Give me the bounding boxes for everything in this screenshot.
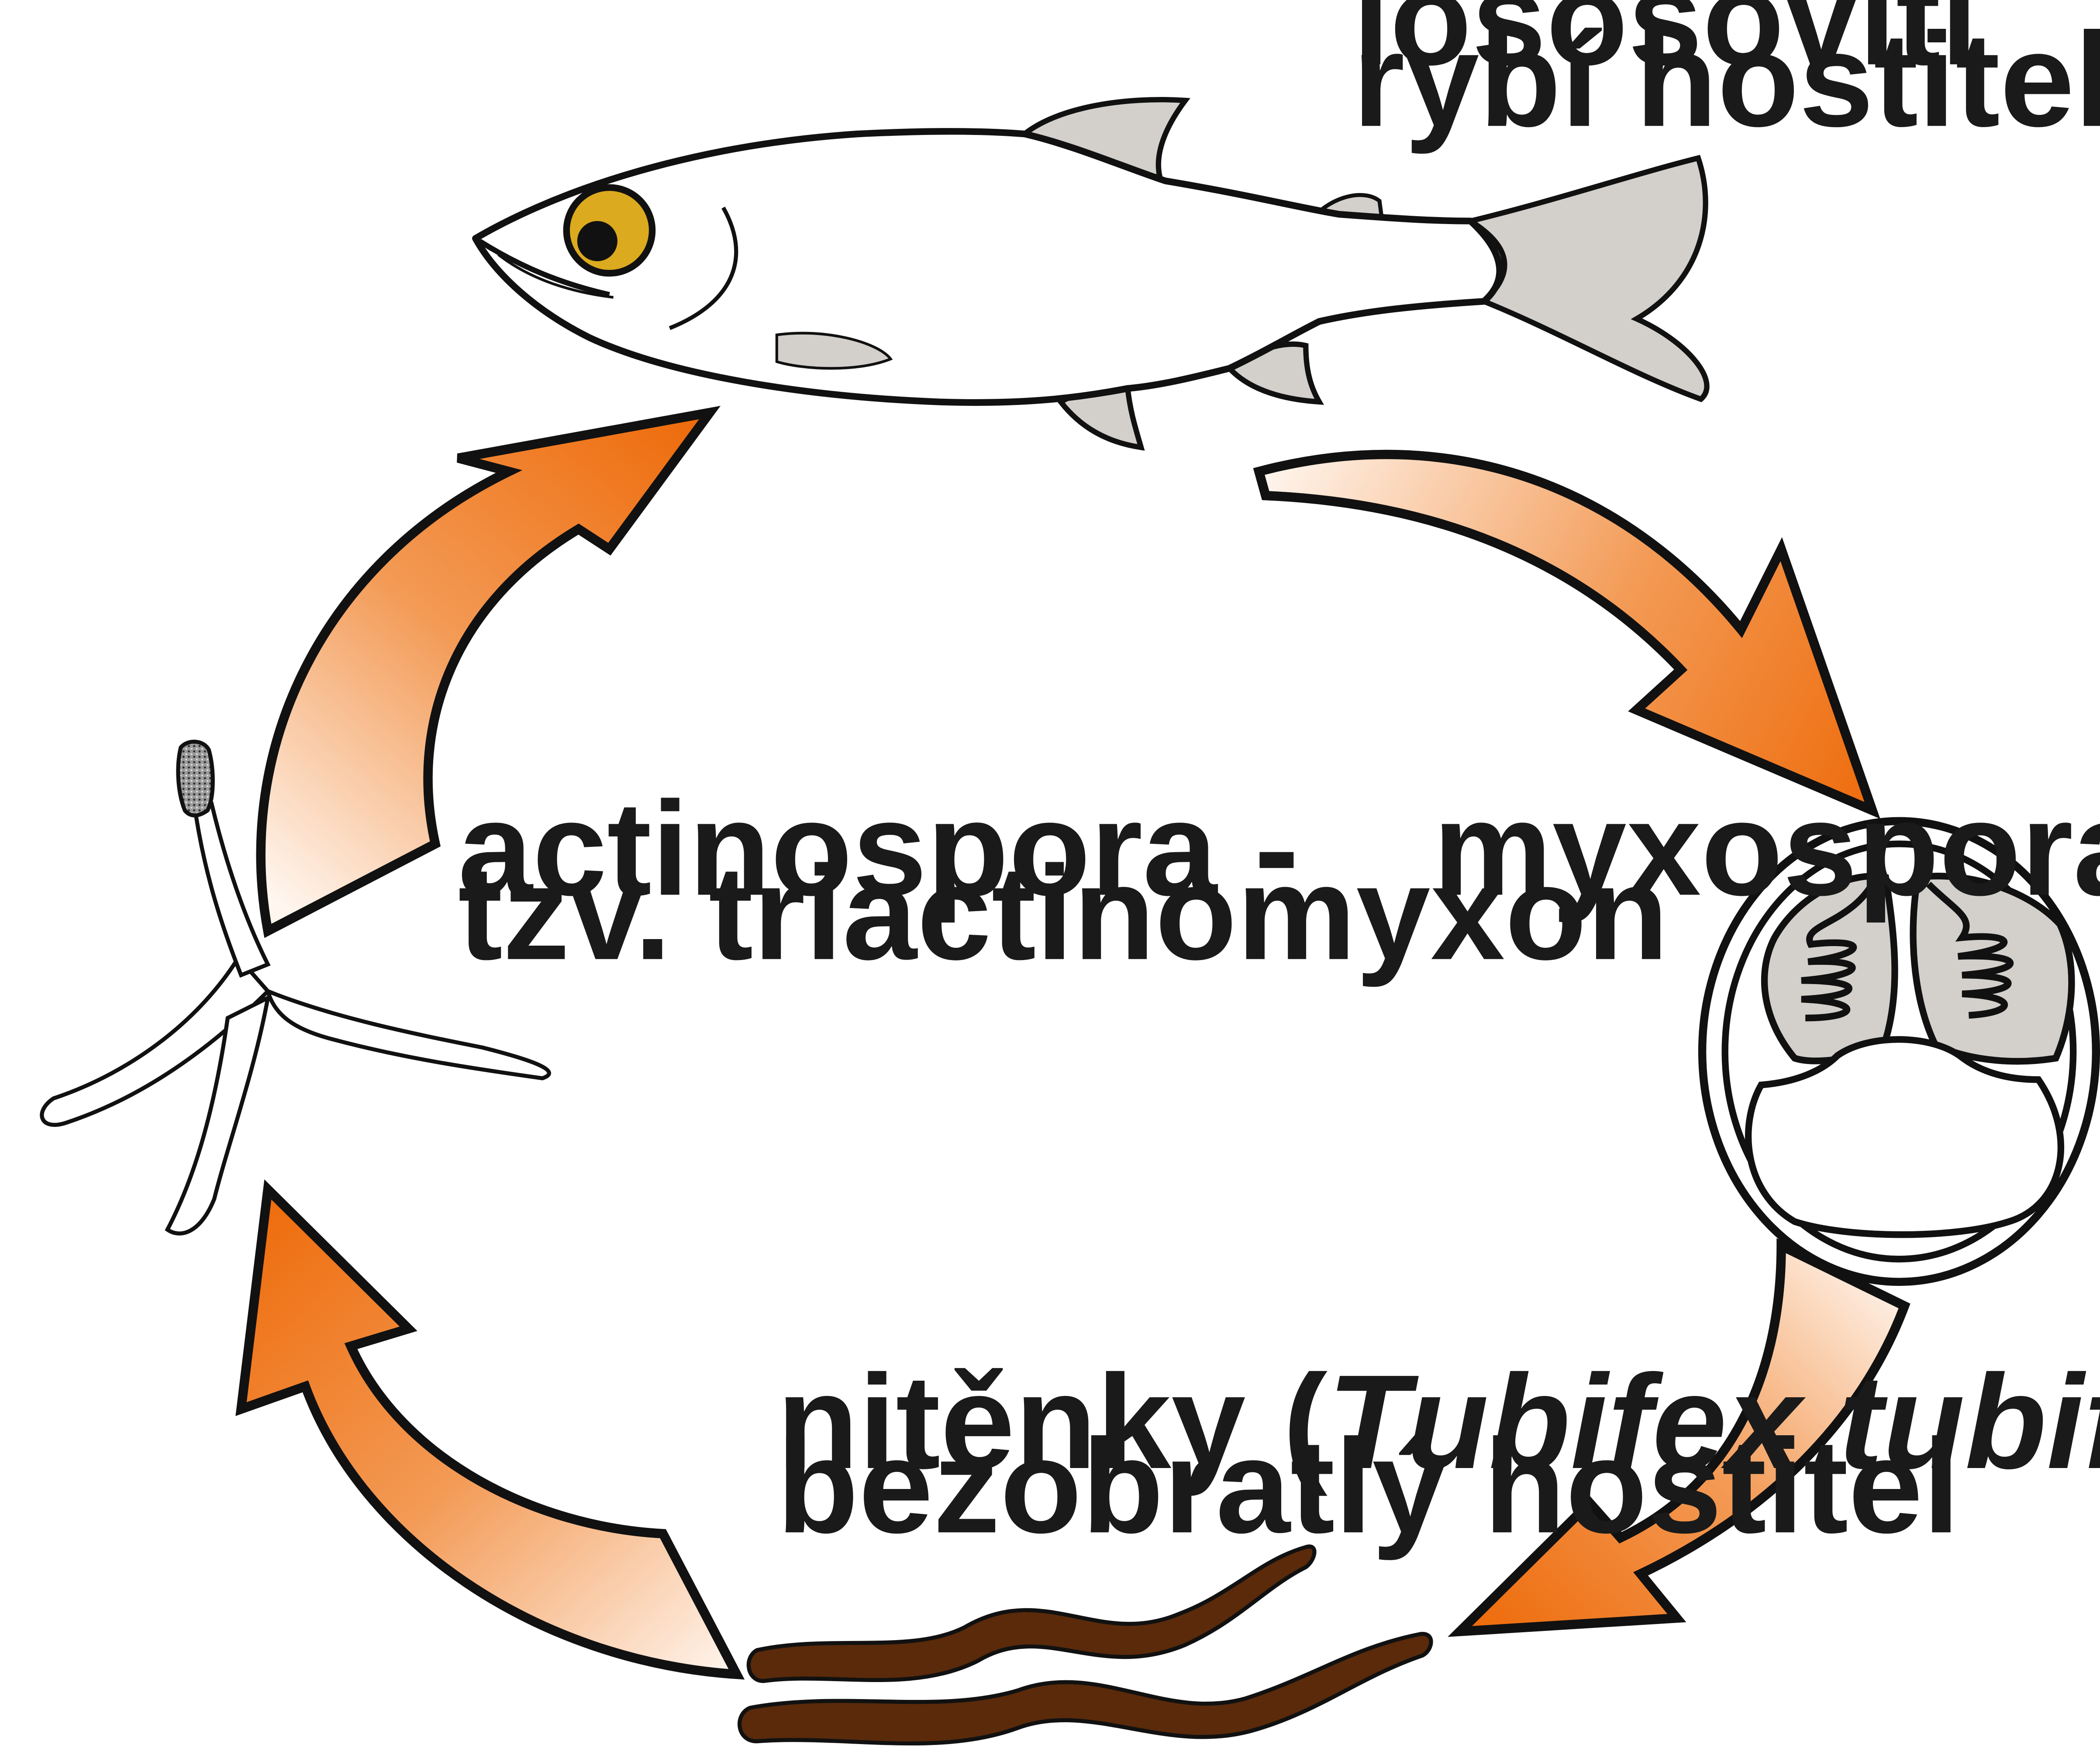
actinospore-label-line2: tzv. triactinomyxon [458, 838, 1669, 988]
arrow-fish-to-myxospore [1259, 454, 1872, 810]
arrow-worms-to-actinospore [241, 1189, 737, 1674]
fish-host-label-line2: rybí hostitel [1353, 4, 2100, 155]
worm-host-label-line2: bezobratlý hostitel [777, 1411, 1960, 1561]
tubifex-worms-icon [740, 1547, 1431, 1744]
